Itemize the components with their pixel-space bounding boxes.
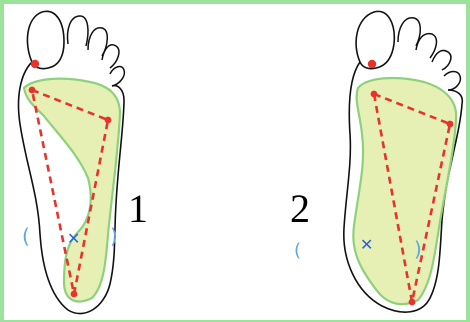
foot-2: ) ✕ xyxy=(344,11,462,312)
foot-2-big-toe xyxy=(356,11,394,68)
foot-1-point-top-right xyxy=(105,117,112,124)
foot-2-toe-2 xyxy=(398,18,420,46)
foot-2-label: 2 xyxy=(290,186,310,231)
foot-1-toe-5 xyxy=(110,67,124,86)
foot-1-label: 1 xyxy=(128,186,148,231)
foot-1-blue-mark-left: ( xyxy=(22,224,30,248)
foot-1-insole xyxy=(24,79,120,302)
foot-1-toe-2 xyxy=(68,16,89,46)
foot-2-point-heel xyxy=(409,299,416,306)
foot-2-insole xyxy=(353,78,456,304)
foot-1-blue-mark-right: ) xyxy=(110,224,118,248)
foot-1-point-heel xyxy=(71,291,78,298)
foot-2-point-top-right xyxy=(447,121,454,128)
foot-1-toe-4 xyxy=(102,45,119,68)
foot-2-cross-mark: ✕ xyxy=(360,235,373,254)
foot-diagram-svg: ( ) ✕ 1 ) ✕ 2 ( xyxy=(4,4,466,320)
blue-mark-middle: ( xyxy=(294,240,301,261)
foot-2-blue-mark: ) xyxy=(414,237,422,261)
foot-1-big-toe xyxy=(27,11,64,68)
foot-1-cross-mark: ✕ xyxy=(67,229,80,248)
foot-2-point-top-left xyxy=(371,91,378,98)
foot-1-point-top-left xyxy=(29,87,36,94)
foot-1: ( ) ✕ xyxy=(19,11,125,313)
foot-2-toe-4 xyxy=(432,50,451,70)
foot-1-toe-dot xyxy=(31,60,39,68)
foot-diagram: ( ) ✕ 1 ) ✕ 2 ( xyxy=(4,4,466,320)
foot-2-toe-5 xyxy=(444,72,460,91)
foot-2-toe-dot xyxy=(368,60,376,68)
